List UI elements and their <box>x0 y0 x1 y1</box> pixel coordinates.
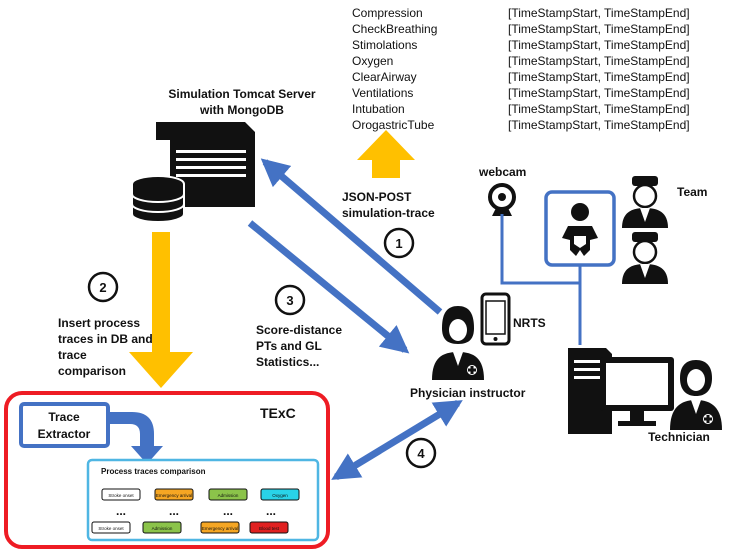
activity-range: [TimeStampStart, TimeStampEnd] <box>508 118 690 132</box>
nrts-label: NRTS <box>513 316 546 330</box>
step-2-number: 2 <box>99 280 106 295</box>
activity-name: Compression <box>352 6 423 20</box>
trace-event-chip <box>142 521 182 534</box>
step-4-number: 4 <box>417 446 425 461</box>
score-text-line: Score-distance <box>256 323 342 337</box>
activity-name: OrogastricTube <box>352 118 435 132</box>
trace-ellipsis: ... <box>116 504 126 518</box>
activity-range: [TimeStampStart, TimeStampEnd] <box>508 102 690 116</box>
activity-range: [TimeStampStart, TimeStampEnd] <box>508 38 690 52</box>
score-return-arrow <box>247 220 410 354</box>
json-post-label: JSON-POST <box>342 190 412 204</box>
activity-name: Intubation <box>352 102 405 116</box>
trace-ellipsis: ... <box>169 504 179 518</box>
trace-event-label: Stroke onset <box>108 493 134 498</box>
extractor-arrow <box>108 412 163 464</box>
server-subtitle: with MongoDB <box>199 103 284 117</box>
step-1-badge: 1 <box>383 227 415 259</box>
insert-text-line: comparison <box>58 364 126 378</box>
trace-event-label: Emergency arrival <box>156 493 192 498</box>
score-distance-text: Score-distance PTs and GL Statistics... <box>256 323 342 369</box>
insert-traces-text: Insert process traces in DB and trace co… <box>58 316 153 378</box>
trace-event-label: Admission <box>152 526 173 531</box>
activity-name: ClearAirway <box>352 70 417 84</box>
smartphone-icon <box>480 292 511 346</box>
trace-event-chip <box>91 521 131 534</box>
insert-text-line: Insert process <box>58 316 140 330</box>
activity-name: Stimolations <box>352 38 417 52</box>
physician-label: Physician instructor <box>410 386 526 400</box>
insert-text-line: trace <box>58 348 87 362</box>
activity-range: [TimeStampStart, TimeStampEnd] <box>508 86 690 100</box>
insert-text-line: traces in DB and <box>58 332 153 346</box>
connection-lines <box>500 214 582 345</box>
step-2-badge: 2 <box>87 271 119 303</box>
activity-range: [TimeStampStart, TimeStampEnd] <box>508 6 690 20</box>
activity-name: CheckBreathing <box>352 22 437 36</box>
trace-ellipsis: ... <box>223 504 233 518</box>
activity-range: [TimeStampStart, TimeStampEnd] <box>508 70 690 84</box>
monitor-icon <box>600 357 674 426</box>
team-label: Team <box>677 185 707 199</box>
team-member-icon <box>622 232 668 284</box>
step-4-badge: 4 <box>405 437 437 469</box>
webcam-icon <box>488 183 516 216</box>
texc-title: TExC <box>260 405 296 421</box>
activity-name: Ventilations <box>352 86 413 100</box>
comparison-title: Process traces comparison <box>101 467 206 476</box>
trace-event-chip <box>249 521 289 534</box>
trace-ellipsis: ... <box>266 504 276 518</box>
trace-upload-arrow <box>260 158 443 315</box>
json-post-up-arrow <box>357 130 415 178</box>
trace-event-label: Stroke onset <box>98 526 124 531</box>
activity-name: Oxygen <box>352 54 393 68</box>
comparison-box <box>86 458 320 542</box>
trace-extractor-label: Trace <box>48 410 80 424</box>
webcam-label: webcam <box>478 165 526 179</box>
insert-down-arrow <box>129 232 193 388</box>
trace-row: Stroke onset Emergency arrival Admission… <box>101 488 300 501</box>
activity-range: [TimeStampStart, TimeStampEnd] <box>508 54 690 68</box>
step-3-number: 3 <box>286 293 293 308</box>
trace-event-chip <box>260 488 300 501</box>
server-title: Simulation Tomcat Server <box>168 87 315 101</box>
step-3-badge: 3 <box>274 284 306 316</box>
json-post-sublabel: simulation-trace <box>342 206 435 220</box>
score-text-line: PTs and GL <box>256 339 322 353</box>
trace-event-chip <box>208 488 248 501</box>
trace-event-chip <box>200 521 240 534</box>
team-member-icon <box>622 176 668 228</box>
activity-range: [TimeStampStart, TimeStampEnd] <box>508 22 690 36</box>
baby-manikin-icon <box>544 190 616 267</box>
physician-icon <box>432 306 484 380</box>
trace-event-label: Oxygen <box>272 493 288 498</box>
trace-extractor-label: Extractor <box>38 427 91 441</box>
trace-row: Stroke onset Admission Emergency arrival… <box>91 521 289 534</box>
trace-extractor-box <box>19 402 110 448</box>
score-text-line: Statistics... <box>256 355 319 369</box>
server-database-icon <box>131 122 255 223</box>
step-1-number: 1 <box>395 236 402 251</box>
trace-event-chip <box>154 488 194 501</box>
trace-event-chip <box>101 488 141 501</box>
trace-event-label: Admission <box>218 493 239 498</box>
trace-event-label: Blood test <box>259 526 280 531</box>
trace-event-label: Emergency arrival <box>202 526 238 531</box>
technician-icon <box>670 360 722 430</box>
technician-label: Technician <box>648 430 710 444</box>
activity-list: Compression [TimeStampStart, TimeStampEn… <box>352 6 690 132</box>
instructor-texc-arrow <box>331 400 463 480</box>
